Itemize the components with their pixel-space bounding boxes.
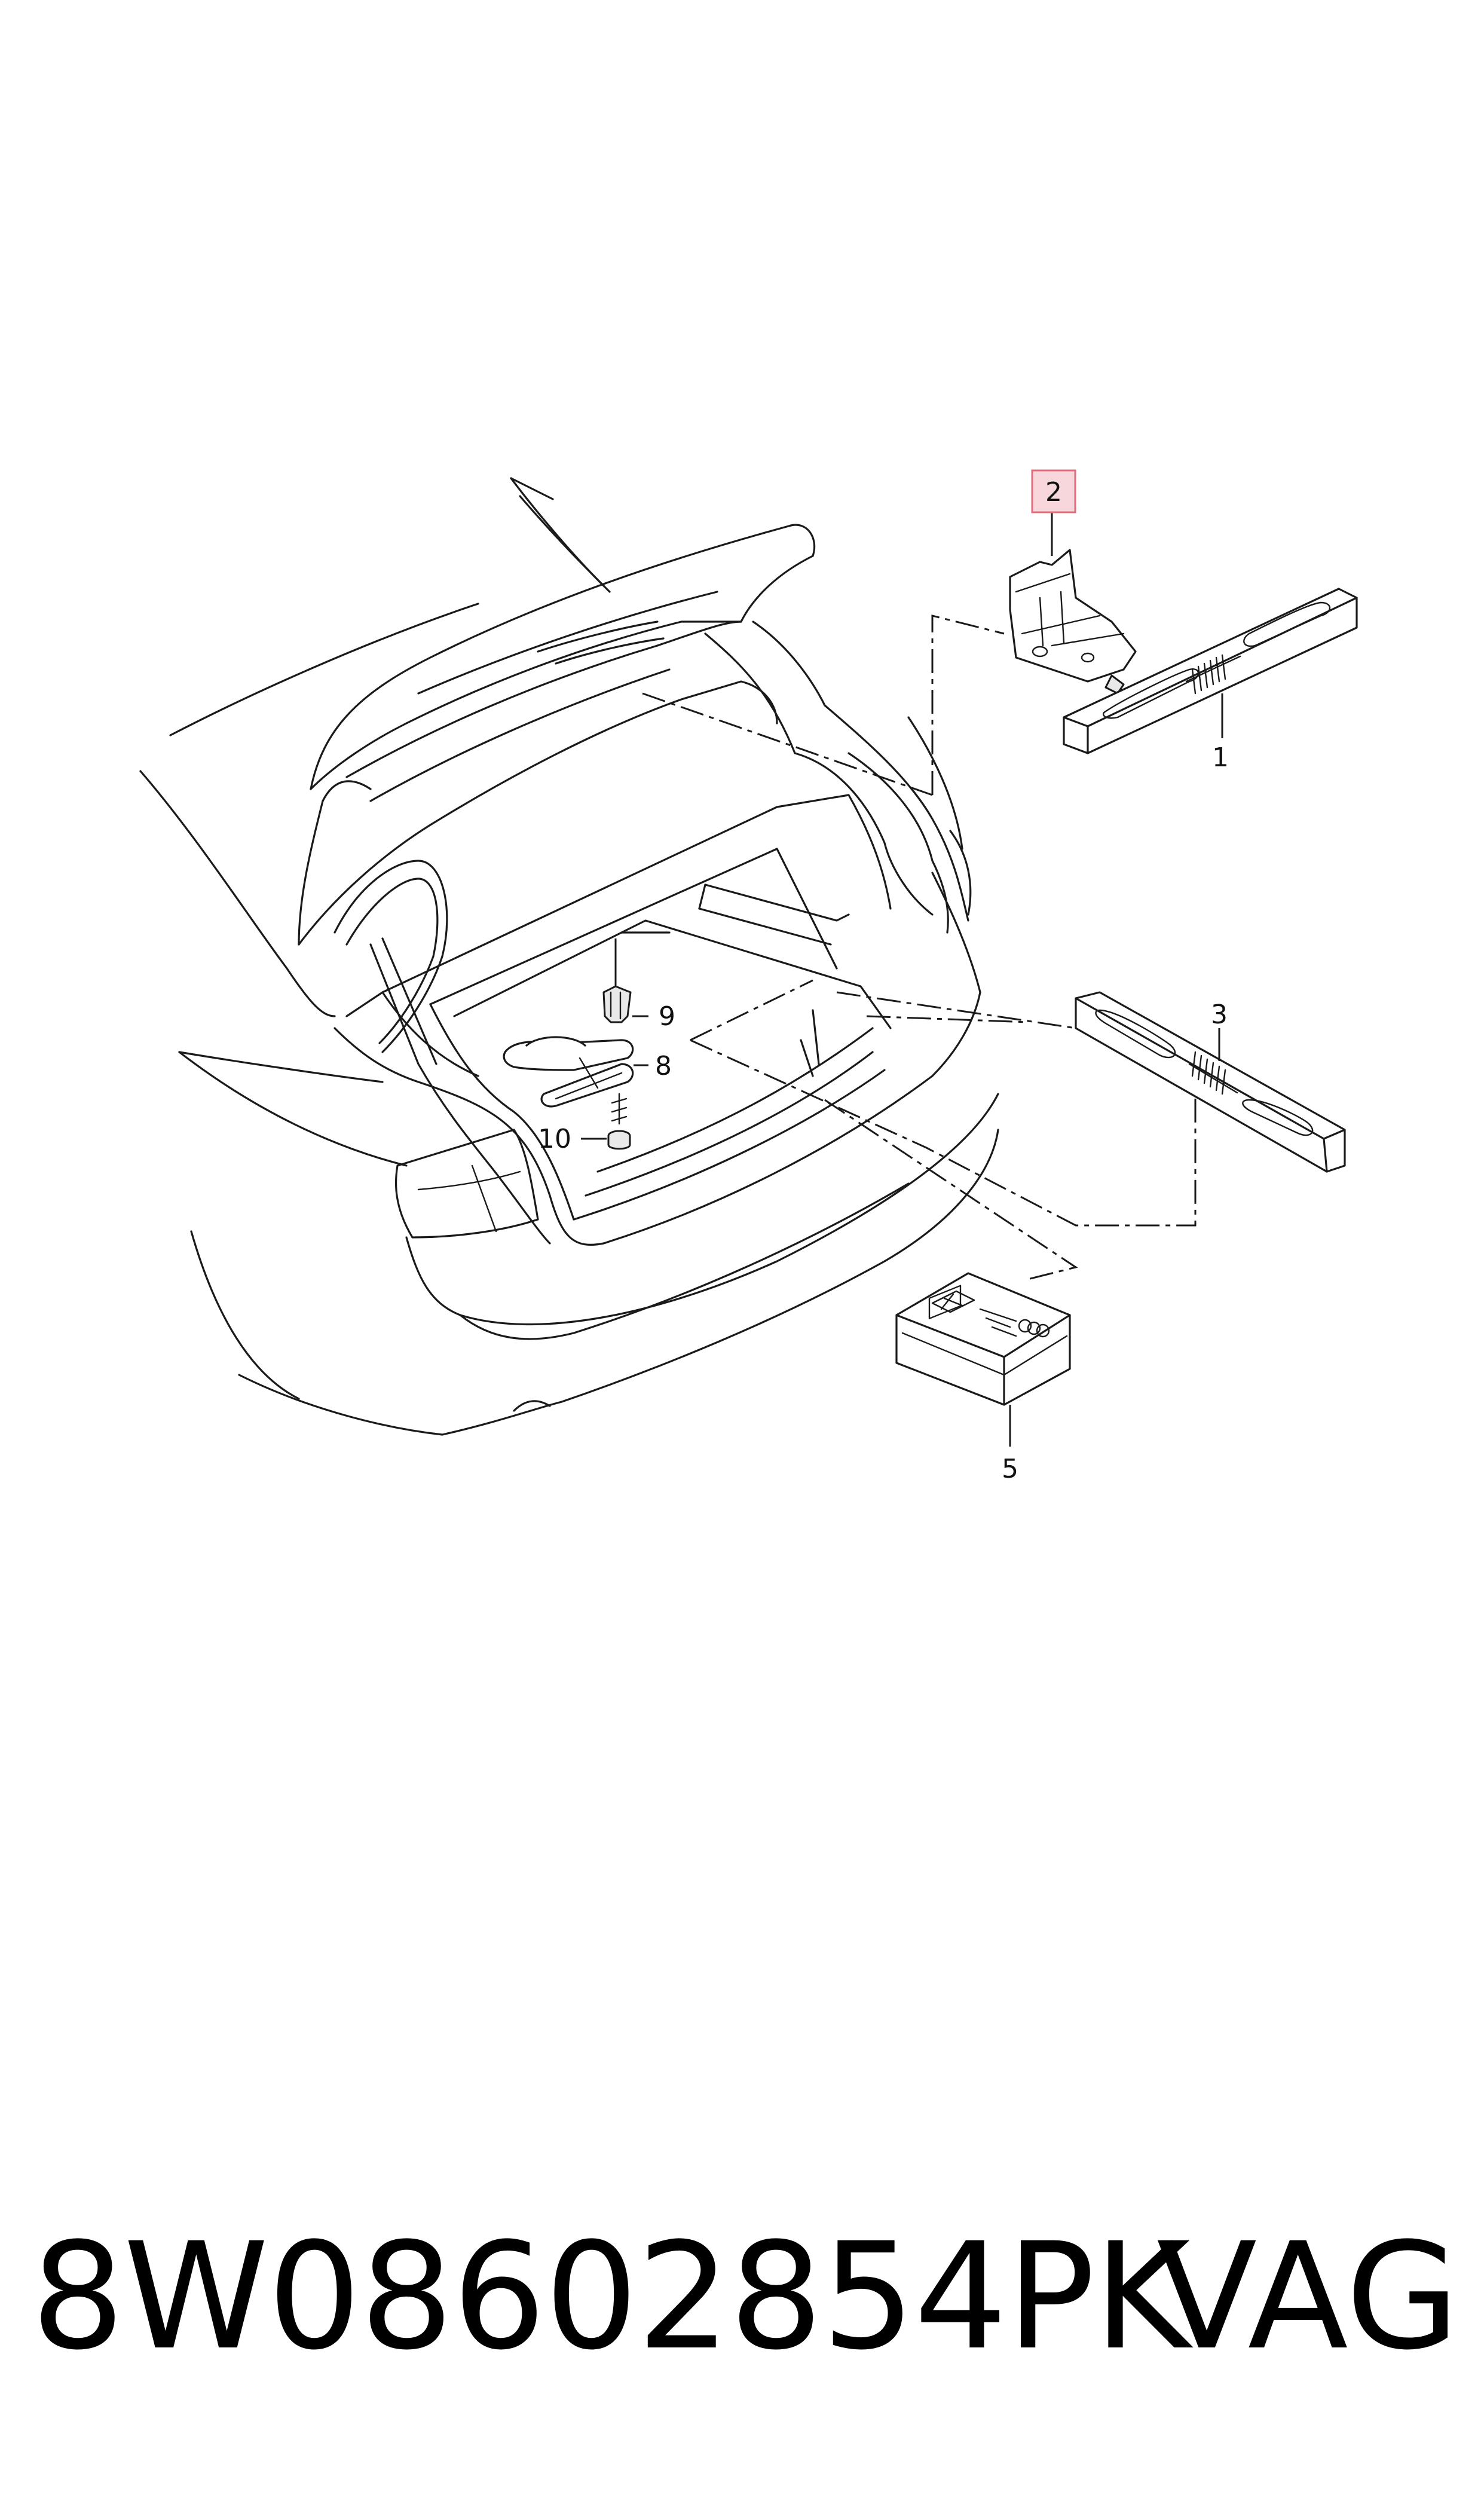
callout-9[interactable]: 9 bbox=[632, 1001, 675, 1032]
callout-5-label: 5 bbox=[1002, 1454, 1018, 1484]
callout-3-label: 3 bbox=[1211, 999, 1228, 1030]
part-9-clip bbox=[602, 938, 632, 1023]
callout-5[interactable]: 5 bbox=[1002, 1454, 1018, 1484]
part-8-hook bbox=[503, 1036, 634, 1108]
part-number-text: 8W08602854PK bbox=[31, 2212, 1191, 2383]
callout-3[interactable]: 3 bbox=[1211, 999, 1228, 1030]
callout-8[interactable]: 8 bbox=[634, 1051, 672, 1081]
callout-1-label: 1 bbox=[1212, 742, 1229, 773]
part-1-foam-pad bbox=[1063, 588, 1358, 754]
callout-2[interactable]: 2 bbox=[1031, 469, 1076, 513]
car-body-drawing bbox=[139, 477, 999, 1436]
brand-text: VAG bbox=[1156, 2212, 1460, 2383]
part-3-foam-pad bbox=[1075, 991, 1346, 1173]
callout-10-label: 10 bbox=[538, 1124, 571, 1154]
callout-2-highlight bbox=[1031, 469, 1076, 513]
callout-9-label: 9 bbox=[659, 1001, 675, 1032]
callout-2-label: 2 bbox=[1045, 477, 1062, 508]
callout-10[interactable]: 10 bbox=[538, 1124, 607, 1154]
part-2-bracket bbox=[1009, 499, 1137, 695]
callout-1[interactable]: 1 bbox=[1212, 742, 1229, 773]
part-1-band bbox=[1185, 654, 1241, 695]
assembly-dashed-lines bbox=[642, 615, 1197, 1280]
part-10-screw bbox=[607, 1093, 631, 1150]
part-5-repair-kit bbox=[895, 1272, 1071, 1447]
part-3-band bbox=[1188, 1051, 1238, 1095]
callout-8-label: 8 bbox=[655, 1051, 672, 1081]
